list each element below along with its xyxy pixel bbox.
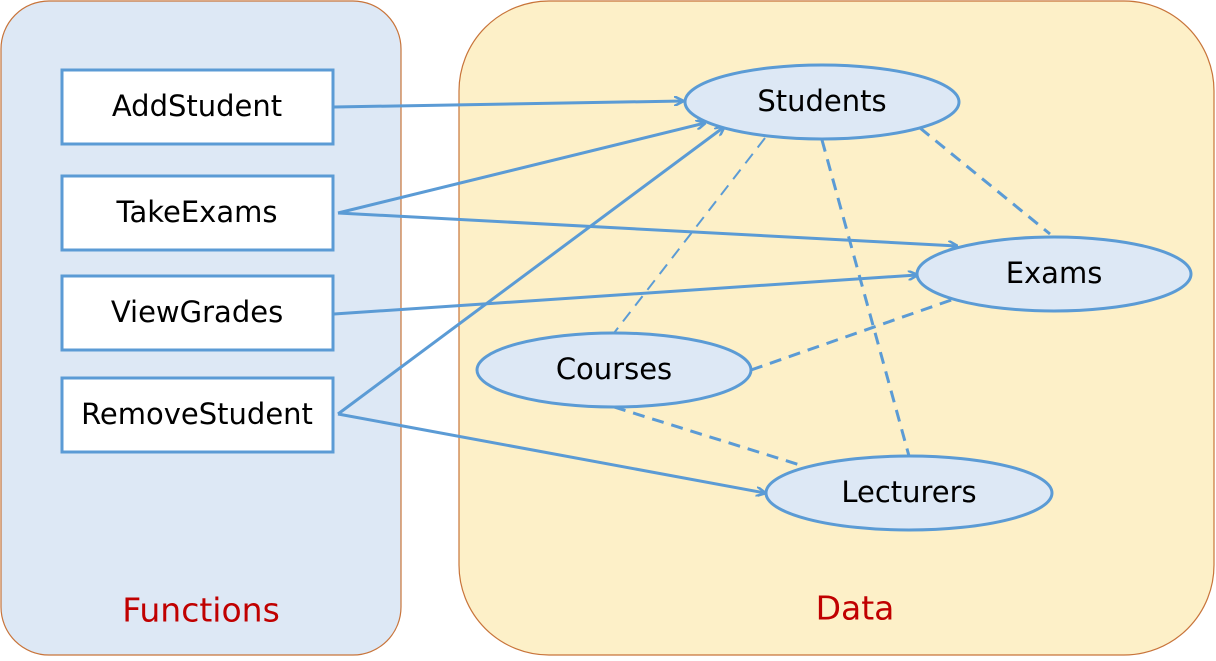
function-label: TakeExams (116, 195, 278, 229)
relation-line-students-lecturers (820, 139, 911, 457)
entity-exams[interactable]: Exams (915, 235, 1193, 313)
entity-label: Exams (1006, 256, 1103, 290)
data-region-label: Data (816, 589, 895, 628)
access-arrow-remove_student-lecturers (337, 412, 765, 493)
accesses-layer (333, 101, 957, 493)
functions-region-label: Functions (122, 591, 280, 630)
function-label: RemoveStudent (81, 397, 313, 431)
entity-lecturers[interactable]: Lecturers (764, 454, 1054, 532)
access-arrow-take_exams-exams (337, 211, 957, 246)
access-arrow-take_exams-students (337, 123, 705, 215)
entity-label: Students (757, 84, 886, 118)
entity-courses[interactable]: Courses (475, 331, 753, 409)
function-label: ViewGrades (111, 295, 283, 329)
entity-label: Courses (556, 352, 672, 386)
access-arrow-remove_student-students (337, 127, 724, 416)
relation-line-courses-lecturers (613, 405, 801, 467)
entity-students[interactable]: Students (683, 63, 961, 141)
function-box-addstudent[interactable]: AddStudent (60, 68, 335, 146)
relations-layer (613, 126, 1051, 467)
function-label: AddStudent (112, 89, 282, 123)
function-box-takeexams[interactable]: TakeExams (60, 174, 335, 252)
function-box-removestudent[interactable]: RemoveStudent (60, 376, 335, 454)
relation-line-students-courses (613, 137, 766, 334)
relation-line-students-exams (919, 126, 1051, 236)
access-arrow-add_student-students (333, 101, 683, 109)
access-arrow-view_grades-exams (333, 275, 917, 316)
function-box-viewgrades[interactable]: ViewGrades (60, 274, 335, 352)
relation-line-courses-exams (750, 296, 958, 372)
entity-label: Lecturers (841, 475, 976, 509)
